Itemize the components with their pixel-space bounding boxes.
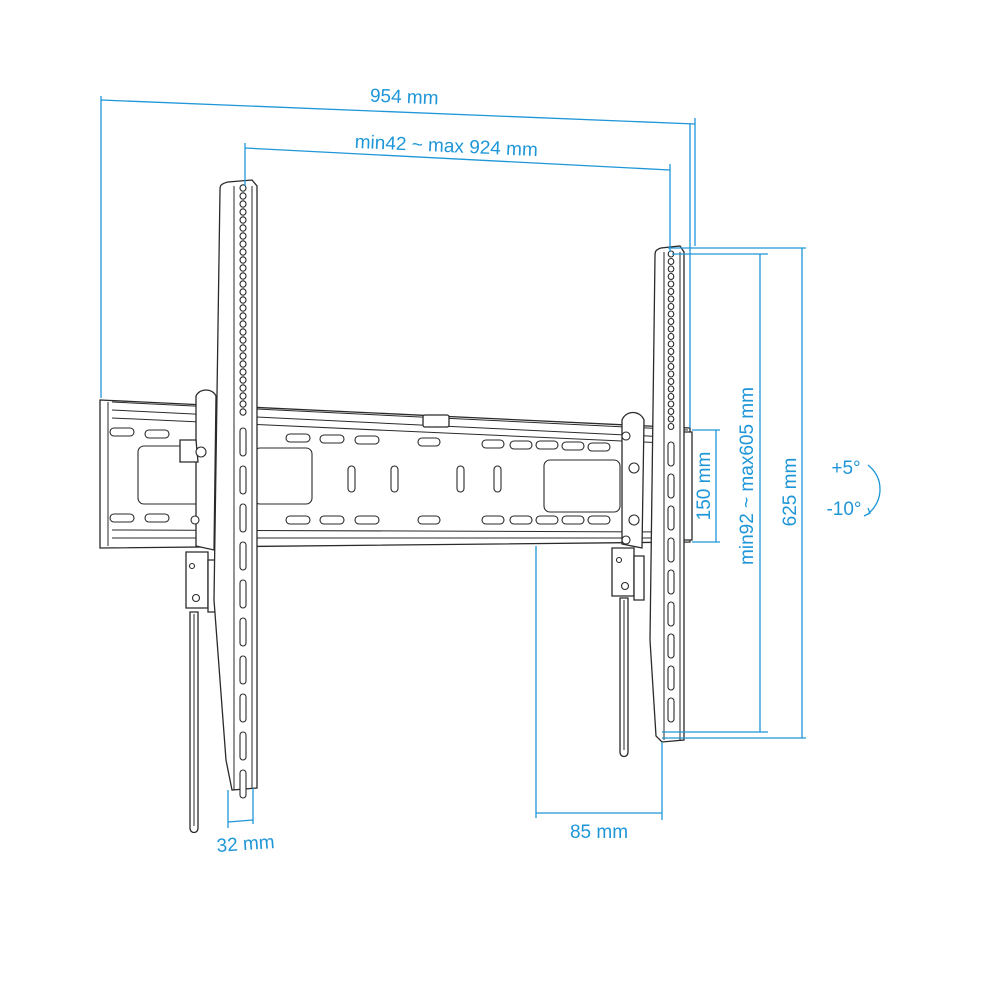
center-lock-tab	[422, 414, 450, 428]
label-wall-distance: 85 mm	[570, 822, 628, 843]
left-inner-window	[253, 447, 313, 505]
right-arm-slots	[667, 441, 675, 723]
dimension-wall-distance	[535, 546, 663, 820]
left-arm-slots	[239, 427, 247, 799]
bottom-slot-row	[109, 513, 611, 525]
dimension-arm-spacing	[244, 143, 671, 252]
label-tilt-down: -10°	[826, 499, 861, 520]
top-slot-row	[109, 427, 611, 452]
right-arm	[649, 245, 685, 743]
dimension-overall-width	[100, 96, 696, 428]
dimension-arm-width	[227, 788, 254, 828]
dimension-plate-height	[692, 429, 720, 543]
label-overall-height: 625 mm	[780, 458, 801, 527]
label-plate-height: 150 mm	[694, 452, 715, 521]
tilt-knob	[179, 439, 199, 463]
bolt-icon	[190, 515, 200, 525]
vertical-slots	[347, 465, 502, 493]
left-arm-holes	[239, 184, 247, 416]
tilt-arc-icon	[867, 464, 881, 515]
label-arm-spacing: min42 ~ max 924 mm	[354, 132, 538, 161]
label-tilt-up: +5°	[831, 458, 860, 479]
label-arm-width: 32 mm	[216, 832, 275, 857]
dimension-overall-height	[662, 247, 806, 739]
label-vertical-pattern: min92 ~ max605 mm	[737, 387, 758, 565]
right-tilt-hardware	[611, 411, 645, 758]
wall-plate	[99, 399, 693, 549]
label-overall-width: 954 mm	[370, 86, 439, 110]
left-tilt-hardware	[179, 389, 219, 834]
dimension-vertical-pattern	[662, 253, 768, 733]
left-arm	[213, 179, 258, 799]
right-window	[543, 459, 621, 513]
tilt-arrow-icon	[863, 507, 871, 517]
